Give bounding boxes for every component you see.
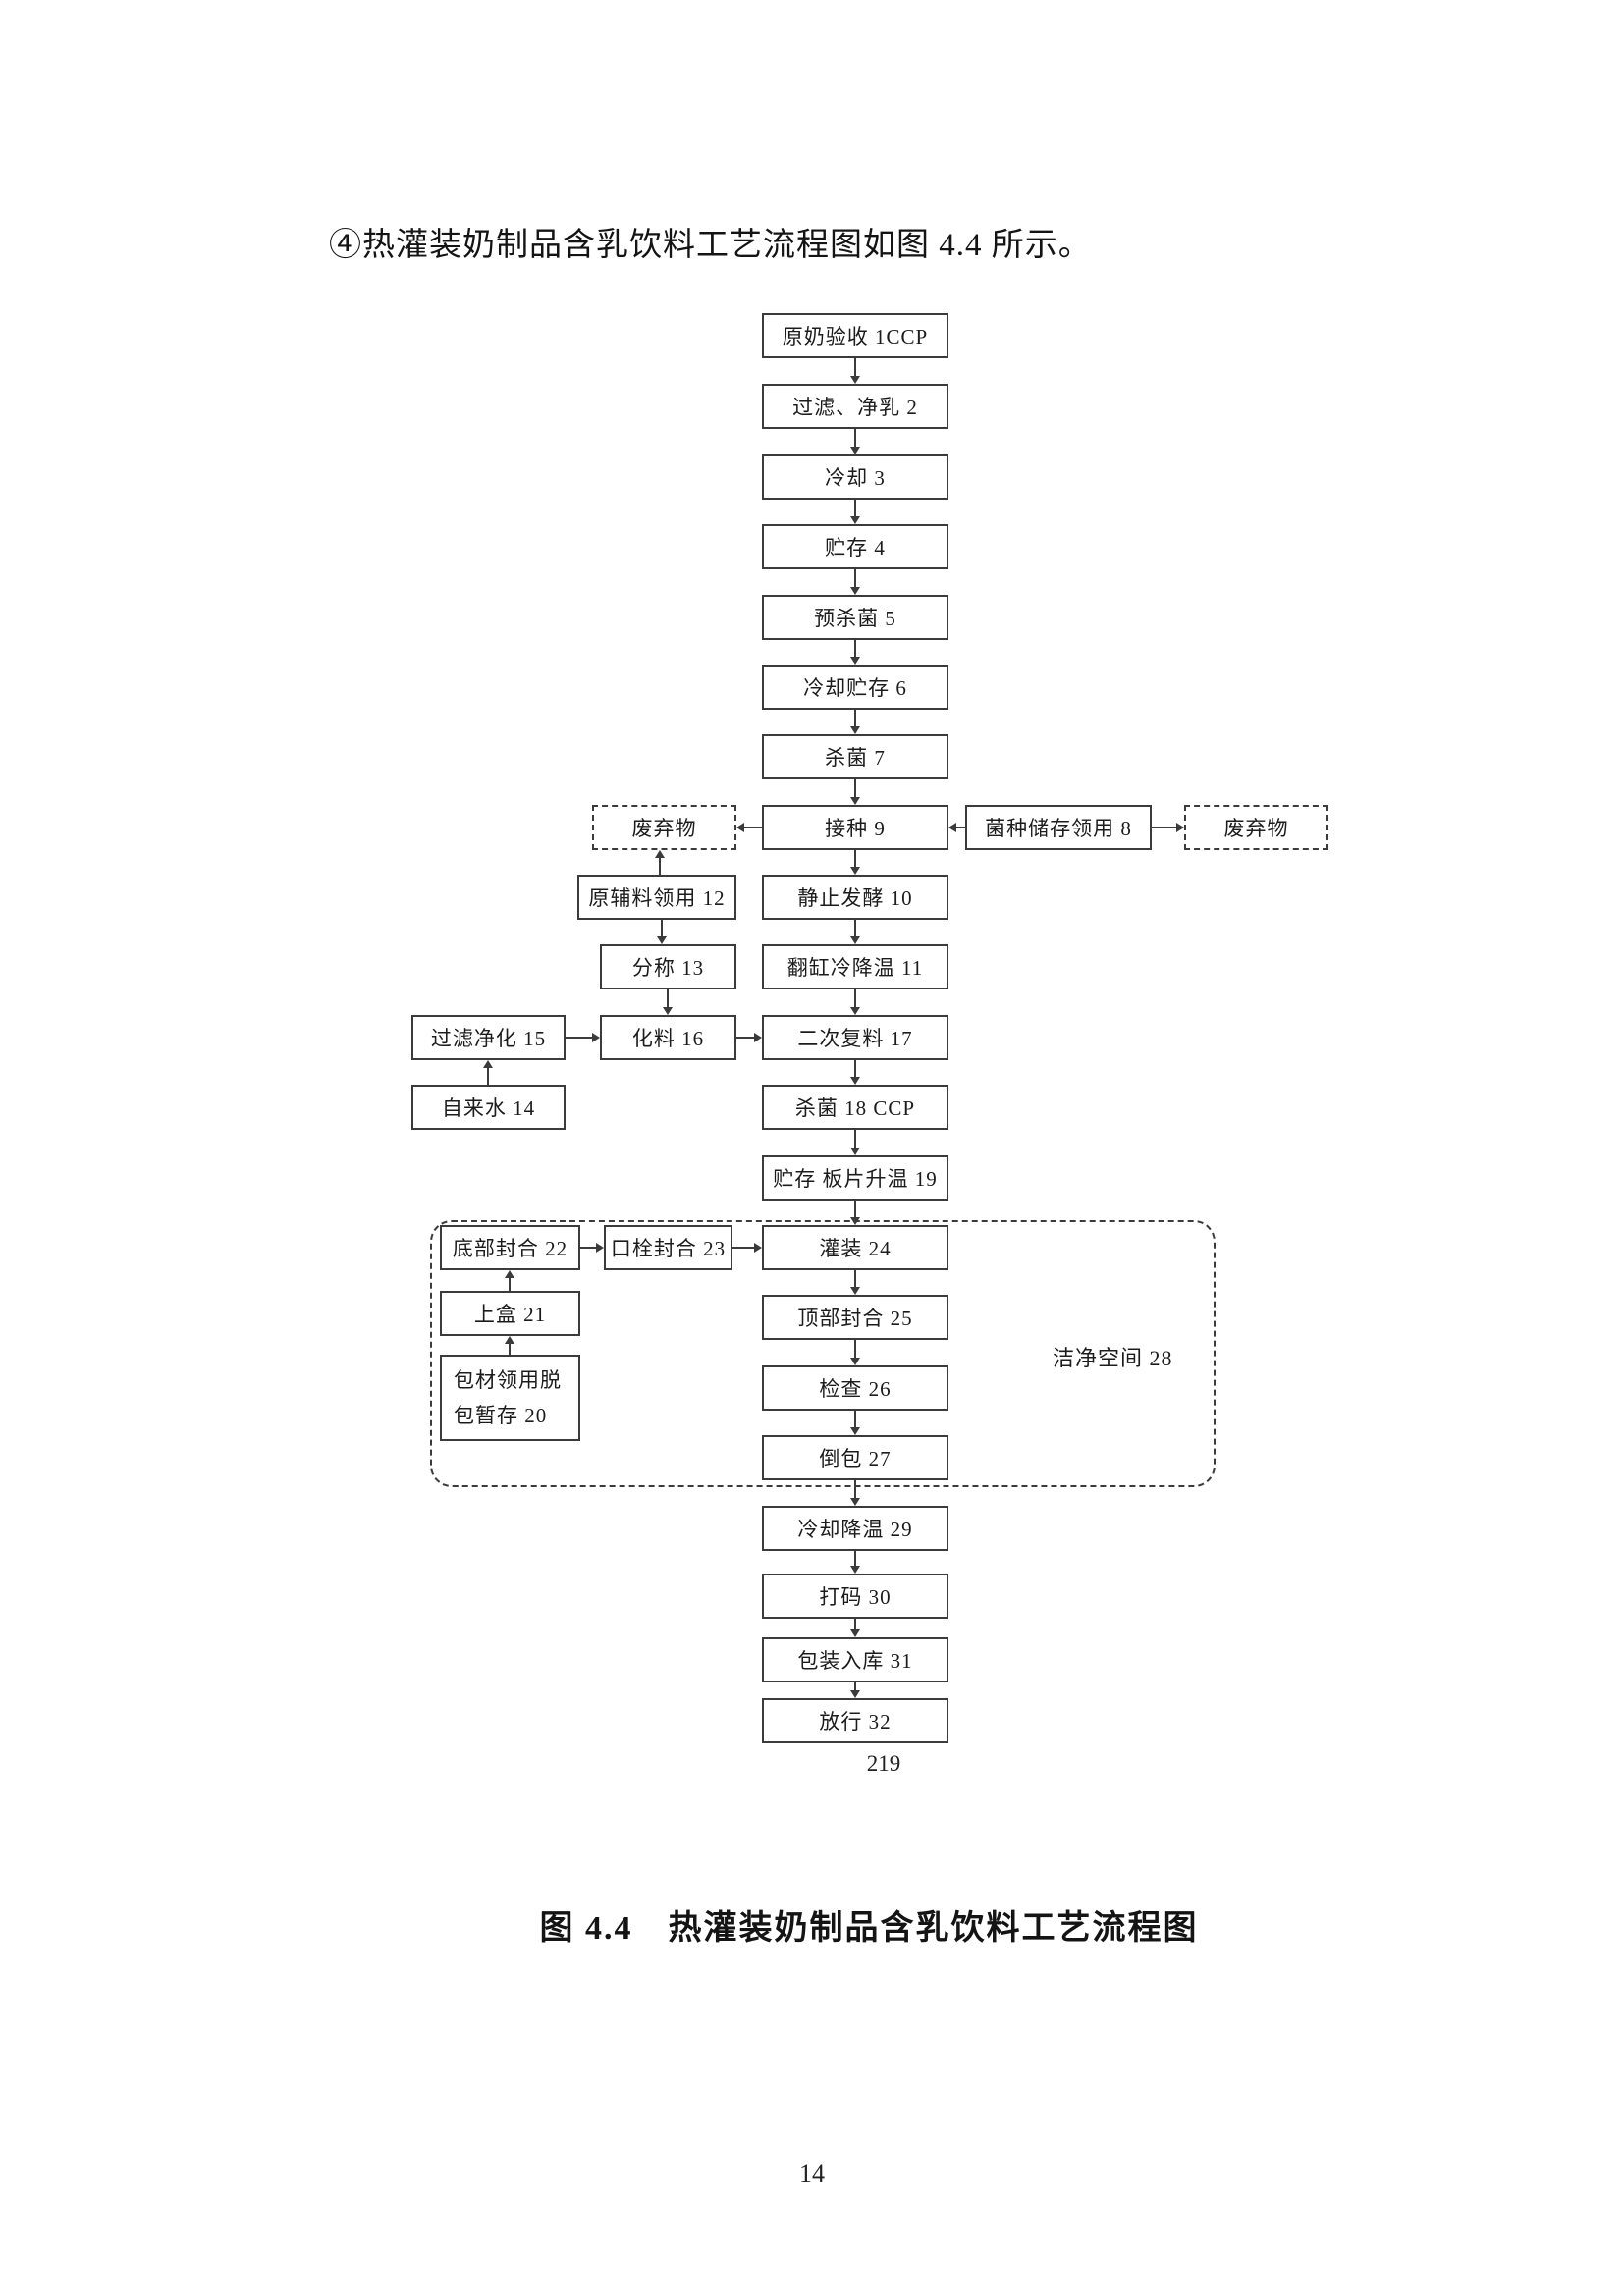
node-pack-inverting: 倒包 27 [762,1435,948,1480]
node-inspection: 检查 26 [762,1365,948,1411]
node-secondary-mixing: 二次复料 17 [762,1015,948,1060]
clean-room-region [430,1220,1216,1487]
figure-inner-number: 219 [866,1751,901,1776]
node-cooling-storage: 冷却贮存 6 [762,665,948,710]
node-filling: 灌装 24 [762,1225,948,1270]
arrow-n08-n09 [850,850,860,875]
arrow-tapwater-to-filtering [483,1060,493,1085]
figure-caption: 图 4.4 热灌装奶制品含乳饮料工艺流程图 [539,1910,1199,1947]
arrow-n10-n11 [850,989,860,1015]
arrow-materials-to-weighing [657,920,667,944]
arrow-n15-n16 [850,1340,860,1365]
node-raw-aux-material-collection: 原辅料领用 12 [577,875,736,920]
page-number: 14 [799,2160,825,2188]
node-tap-water: 自来水 14 [411,1085,566,1130]
arrow-n06-n07 [850,710,860,734]
node-inoculation: 接种 9 [762,805,948,850]
node-top-sealing: 顶部封合 25 [762,1295,948,1340]
arrow-n09-n10 [850,920,860,944]
arrow-n12-n13 [850,1130,860,1155]
arrow-n11-n12 [850,1060,860,1085]
arrow-culture-to-waste-right [1152,823,1184,832]
node-sterilization-7: 杀菌 7 [762,734,948,779]
arrow-n20-n21 [850,1682,860,1698]
node-filtering-clarifying: 过滤、净乳 2 [762,384,948,429]
node-packing-warehousing: 包装入库 31 [762,1637,948,1682]
arrow-spoutseal-to-filling [732,1243,762,1253]
node-coding: 打码 30 [762,1574,948,1619]
node-carton-loading: 上盒 21 [440,1291,580,1336]
arrow-n02-n03 [850,429,860,454]
node-spout-sealing: 口栓封合 23 [604,1225,732,1270]
node-waste-left: 废弃物 [592,805,736,850]
node-storage-plate-heating: 贮存 板片升温 19 [762,1155,948,1201]
node-cooling-down: 冷却降温 29 [762,1506,948,1551]
arrow-culture-to-inoculation [948,823,965,832]
arrow-weighing-to-mixing [663,989,673,1015]
arrow-packaging-to-carton [505,1336,514,1355]
node-culture-storage-collection: 菌种储存领用 8 [965,805,1152,850]
arrow-n16-n17 [850,1411,860,1435]
paragraph-heading: ④热灌装奶制品含乳饮料工艺流程图如图 4.4 所示。 [329,228,1092,263]
node-raw-milk-acceptance: 原奶验收 1CCP [762,313,948,358]
arrow-filtering-to-mixing [566,1033,600,1042]
node-weighing: 分称 13 [600,944,736,989]
arrow-inoculation-to-waste-left [736,823,762,832]
arrow-bottomseal-to-spoutseal [580,1243,604,1253]
node-material-dissolving: 化料 16 [600,1015,736,1060]
arrow-n18-n19 [850,1551,860,1574]
arrow-n05-n06 [850,640,860,665]
arrow-carton-to-bottomseal [505,1270,514,1291]
arrow-n19-n20 [850,1619,860,1637]
arrow-n07-n08 [850,779,860,805]
arrow-n04-n05 [850,569,860,595]
node-packaging-material-collection: 包材领用脱 包暂存 20 [440,1355,580,1441]
node-bottom-sealing: 底部封合 22 [440,1225,580,1270]
node-tank-cooling: 翻缸冷降温 11 [762,944,948,989]
node-pre-sterilization: 预杀菌 5 [762,595,948,640]
arrow-n14-n15 [850,1270,860,1295]
node-static-fermentation: 静止发酵 10 [762,875,948,920]
arrow-n03-n04 [850,500,860,524]
node-sterilization-18-ccp: 杀菌 18 CCP [762,1085,948,1130]
node-waste-right: 废弃物 [1184,805,1328,850]
node-filtration-purification: 过滤净化 15 [411,1015,566,1060]
node-cooling: 冷却 3 [762,454,948,500]
node-label-line: 包暂存 20 [454,1404,548,1427]
node-label-line: 包材领用脱 [454,1368,562,1392]
node-release: 放行 32 [762,1698,948,1743]
arrow-n17-n18 [850,1480,860,1506]
arrow-materials-to-waste [655,850,665,875]
clean-room-label: 洁净空间 28 [1053,1346,1173,1370]
arrow-mixing-to-secondary [736,1033,762,1042]
arrow-n13-n14 [850,1201,860,1225]
arrow-n01-n02 [850,358,860,384]
node-storage: 贮存 4 [762,524,948,569]
